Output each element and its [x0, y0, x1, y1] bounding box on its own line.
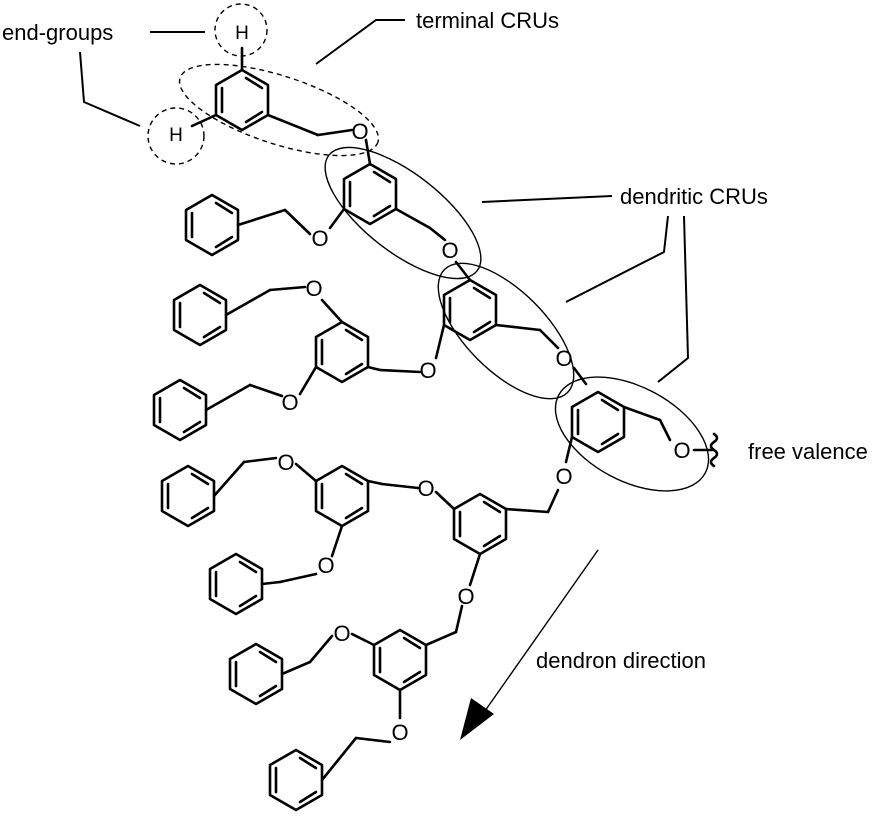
end-groups-label: end-groups [2, 20, 113, 45]
oxygen-atom: O [277, 450, 294, 475]
bonds [190, 46, 714, 782]
phenyl-3 [152, 378, 208, 442]
dendritic-cru-ellipse-3 [554, 376, 710, 492]
phenyl-7 [268, 748, 324, 812]
ring-lower-center [452, 492, 508, 556]
oxygen-atom: O [555, 464, 572, 489]
dendritic-cru-ellipse-1 [324, 146, 482, 280]
ring-inner-left [314, 320, 370, 384]
arrowhead-icon [460, 698, 494, 740]
dendron-direction-arrow [460, 549, 599, 740]
ring-dendritic-2 [442, 278, 498, 342]
end-group-circle-top [214, 3, 268, 57]
hydrogen-atom: H [235, 23, 249, 44]
terminal-crus-label: terminal CRUs [416, 8, 559, 33]
ring-terminal [214, 68, 270, 132]
terminal-cru-ellipse [178, 63, 380, 157]
oxygen-atom: O [441, 238, 458, 263]
oxygen-atom: O [555, 346, 572, 371]
leader-lines [79, 19, 690, 383]
phenyl-6 [228, 642, 284, 706]
phenyl-5 [208, 552, 264, 616]
ring-lower-left [314, 464, 370, 528]
ring-bottom [372, 628, 428, 692]
oxygen-atom: O [673, 438, 690, 463]
hydrogen-atom: H [169, 125, 183, 146]
ring-dendritic-1 [342, 162, 398, 226]
phenyl-1 [184, 193, 240, 257]
oxygen-atom: O [351, 119, 368, 144]
oxygen-atom: O [281, 390, 298, 415]
oxygen-atom: O [333, 621, 350, 646]
oxygen-atom: O [457, 584, 474, 609]
oxygen-atom: O [317, 553, 334, 578]
atom-labels: O O O O O O O O O O O O O O O H H [169, 23, 690, 745]
dendritic-crus-label: dendritic CRUs [620, 184, 768, 209]
phenyl-2 [172, 283, 228, 347]
oxygen-atom: O [419, 358, 436, 383]
oxygen-atom: O [391, 720, 408, 745]
free-valence-label: free valence [748, 439, 868, 464]
oxygen-atom: O [417, 476, 434, 501]
free-valence-squiggle-icon [709, 432, 719, 468]
ring-dendritic-3 [570, 390, 626, 454]
dendron-direction-label: dendron direction [536, 648, 706, 673]
dendritic-cru-ellipse-2 [437, 262, 575, 400]
end-group-circle-left [147, 107, 205, 165]
oxygen-atom: O [305, 276, 322, 301]
oxygen-atom: O [311, 226, 328, 251]
phenyl-4 [160, 464, 216, 528]
